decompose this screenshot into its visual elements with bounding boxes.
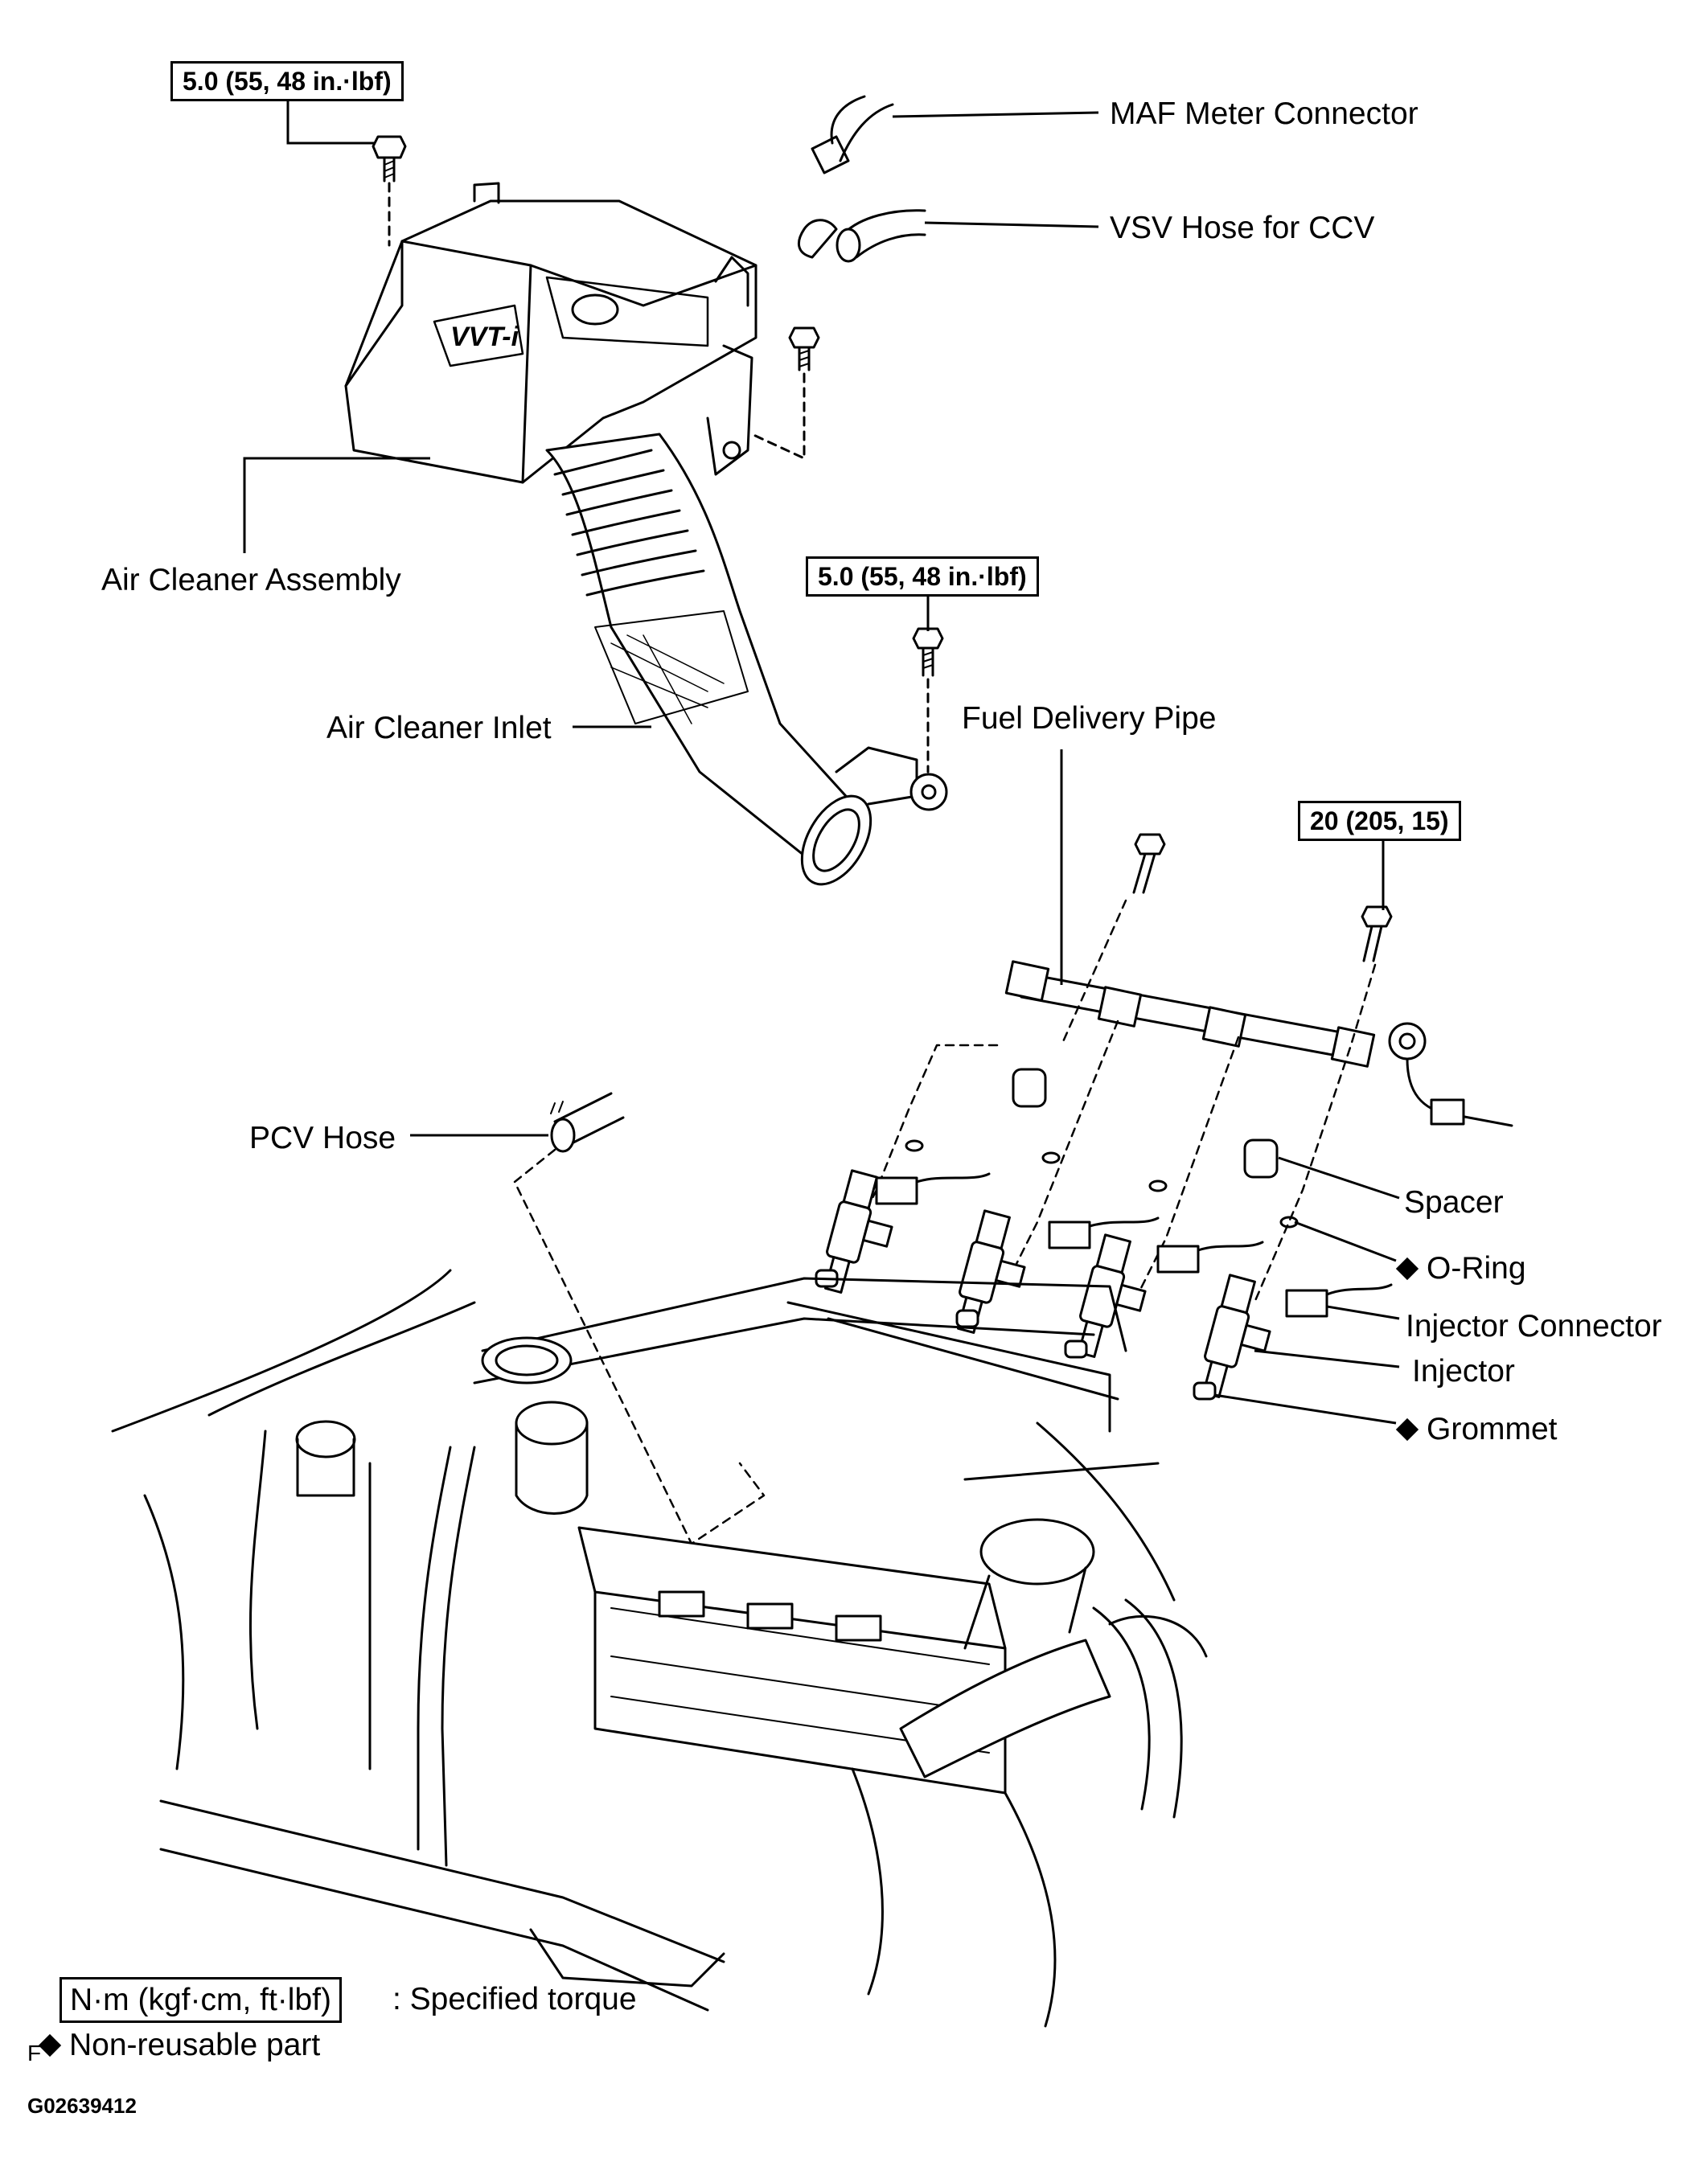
spacers (1012, 1068, 1279, 1179)
torque-spec-delivery-pipe: 20 (205, 15) (1298, 801, 1461, 841)
engine-bay-drawing (111, 1269, 1208, 2028)
air-cleaner-side-bolt (750, 326, 820, 460)
legend-unit-box: N·m (kgf·cm, ft·lbf) (60, 1977, 342, 2023)
inlet-bolt (912, 627, 944, 773)
nonreusable-diamond-icon (1395, 1257, 1419, 1281)
air-cleaner-inlet-drawing (545, 433, 948, 886)
label-o-ring: O-Ring (1395, 1251, 1526, 1286)
footer-letter: F (27, 2041, 42, 2066)
label-maf-meter-connector: MAF Meter Connector (1110, 96, 1419, 131)
label-injector: Injector (1412, 1354, 1515, 1389)
label-grommet: Grommet (1395, 1412, 1558, 1446)
label-air-cleaner-inlet: Air Cleaner Inlet (326, 711, 552, 745)
figure-code: G02639412 (27, 2094, 137, 2118)
legend-unit-description: : Specified torque (392, 1982, 637, 2016)
label-air-cleaner-assembly: Air Cleaner Assembly (101, 563, 401, 597)
label-spacer: Spacer (1404, 1185, 1504, 1220)
label-pcv-hose: PCV Hose (249, 1121, 396, 1155)
o-rings (905, 1139, 1299, 1229)
label-injector-connector: Injector Connector (1406, 1309, 1662, 1344)
torque-spec-air-cleaner: 5.0 (55, 48 in.·lbf) (170, 61, 404, 101)
injector-connectors (875, 1172, 1393, 1318)
maf-connector-drawing (811, 95, 894, 174)
fuel-delivery-pipe-drawing (1004, 960, 1513, 1127)
legend-nonreusable: Non-reusable part (38, 2028, 321, 2062)
svg-text:VVT-i: VVT-i (450, 322, 520, 352)
grommet-text: Grommet (1427, 1412, 1558, 1446)
nonreusable-diamond-icon (38, 2034, 62, 2057)
torque-spec-inlet: 5.0 (55, 48 in.·lbf) (806, 556, 1039, 597)
air-cleaner-bolt (372, 135, 407, 247)
delivery-pipe-bolts (1132, 833, 1393, 962)
label-fuel-delivery-pipe: Fuel Delivery Pipe (962, 701, 1217, 736)
label-vsv-hose: VSV Hose for CCV (1110, 211, 1375, 245)
grommets (815, 1269, 1217, 1401)
o-ring-text: O-Ring (1427, 1251, 1526, 1286)
air-cleaner-drawing: VVT-i (344, 182, 758, 484)
legend-nonreusable-text: Non-reusable part (69, 2028, 321, 2062)
nonreusable-diamond-icon (1395, 1418, 1419, 1442)
vsv-hose-drawing (797, 209, 926, 263)
